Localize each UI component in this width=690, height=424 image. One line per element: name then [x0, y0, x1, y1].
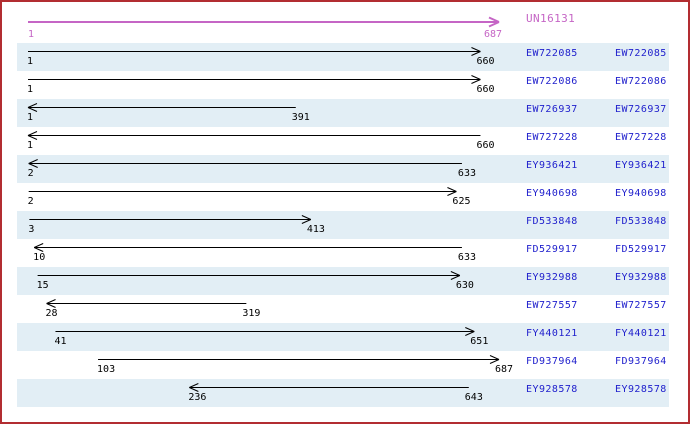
alignment-arrow[interactable]: [2, 267, 688, 295]
reference-arrow[interactable]: [2, 2, 688, 43]
reference-header: UN16131 1 687: [2, 2, 688, 43]
alignment-row: 2 625 EY940698 EY940698: [2, 183, 688, 211]
start-coordinate: 10: [33, 252, 46, 263]
end-coordinate: 391: [291, 112, 310, 123]
accession-link[interactable]: EY940698: [526, 188, 578, 199]
start-coordinate: 1: [27, 140, 34, 151]
alignment-arrow[interactable]: [2, 183, 688, 211]
start-coordinate: 2: [27, 168, 34, 179]
accession-link-secondary[interactable]: FY440121: [615, 328, 667, 339]
row-stripe: [17, 323, 669, 351]
accession-link[interactable]: EY936421: [526, 160, 578, 171]
start-coordinate: 3: [28, 224, 35, 235]
end-coordinate: 625: [452, 196, 471, 207]
accession-link-secondary[interactable]: EW727557: [615, 300, 667, 311]
start-coordinate: 2: [27, 196, 34, 207]
accession-link-secondary[interactable]: FD529917: [615, 244, 667, 255]
alignment-row: 28 319 EW727557 EW727557: [2, 295, 688, 323]
end-coordinate: 687: [495, 364, 514, 375]
accession-link-secondary[interactable]: EY928578: [615, 384, 667, 395]
start-coordinate: 1: [27, 56, 34, 67]
end-coordinate: 630: [455, 280, 474, 291]
reference-label[interactable]: UN16131: [526, 12, 576, 25]
accession-link[interactable]: FY440121: [526, 328, 578, 339]
end-coordinate: 660: [476, 84, 495, 95]
scale-end-label: 687: [484, 29, 503, 40]
accession-link[interactable]: FD533848: [526, 216, 578, 227]
start-coordinate: 41: [54, 336, 67, 347]
accession-link-secondary[interactable]: EW726937: [615, 104, 667, 115]
accession-link-secondary[interactable]: EY936421: [615, 160, 667, 171]
accession-link-secondary[interactable]: EW727228: [615, 132, 667, 143]
alignment-arrow[interactable]: [2, 351, 688, 379]
accession-link[interactable]: EW727228: [526, 132, 578, 143]
alignment-arrow[interactable]: [2, 155, 688, 183]
alignment-row: 1 660 EW727228 EW727228: [2, 127, 688, 155]
start-coordinate: 1: [27, 112, 34, 123]
alignment-row: 103 687 FD937964 FD937964: [2, 351, 688, 379]
accession-link[interactable]: EW722086: [526, 76, 578, 87]
accession-link-secondary[interactable]: EW722086: [615, 76, 667, 87]
alignment-row: 10 633 FD529917 FD529917: [2, 239, 688, 267]
end-coordinate: 319: [242, 308, 261, 319]
accession-link[interactable]: EW727557: [526, 300, 578, 311]
scale-start-label: 1: [28, 29, 35, 40]
accession-link-secondary[interactable]: EY932988: [615, 272, 667, 283]
row-stripe: [17, 155, 669, 183]
alignment-arrow[interactable]: [2, 71, 688, 99]
alignment-row: 1 660 EW722086 EW722086: [2, 71, 688, 99]
accession-link-secondary[interactable]: EW722085: [615, 48, 667, 59]
end-coordinate: 643: [464, 392, 483, 403]
row-stripe: [17, 267, 669, 295]
alignment-arrow[interactable]: [2, 379, 688, 407]
accession-link[interactable]: EW726937: [526, 104, 578, 115]
start-coordinate: 28: [45, 308, 58, 319]
start-coordinate: 103: [97, 364, 116, 375]
accession-link[interactable]: EW722085: [526, 48, 578, 59]
accession-link-secondary[interactable]: FD533848: [615, 216, 667, 227]
alignment-row: 236 643 EY928578 EY928578: [2, 379, 688, 407]
start-coordinate: 236: [188, 392, 207, 403]
end-coordinate: 633: [457, 168, 476, 179]
accession-link-secondary[interactable]: FD937964: [615, 356, 667, 367]
row-stripe: [17, 379, 669, 407]
row-stripe: [17, 43, 669, 71]
end-coordinate: 660: [476, 56, 495, 67]
alignment-row: 15 630 EY932988 EY932988: [2, 267, 688, 295]
row-stripe: [17, 211, 669, 239]
accession-link[interactable]: FD937964: [526, 356, 578, 367]
alignment-arrow[interactable]: [2, 295, 688, 323]
accession-link[interactable]: FD529917: [526, 244, 578, 255]
end-coordinate: 413: [306, 224, 325, 235]
accession-link[interactable]: EY928578: [526, 384, 578, 395]
alignment-row: 2 633 EY936421 EY936421: [2, 155, 688, 183]
alignment-row: 1 391 EW726937 EW726937: [2, 99, 688, 127]
start-coordinate: 1: [27, 84, 34, 95]
alignment-arrow[interactable]: [2, 43, 688, 71]
row-stripe: [17, 99, 669, 127]
end-coordinate: 660: [476, 140, 495, 151]
end-coordinate: 651: [470, 336, 489, 347]
alignment-row: 41 651 FY440121 FY440121: [2, 323, 688, 351]
alignment-arrow[interactable]: [2, 323, 688, 351]
alignment-arrow[interactable]: [2, 239, 688, 267]
alignment-arrow[interactable]: [2, 127, 688, 155]
alignment-arrow[interactable]: [2, 211, 688, 239]
accession-link-secondary[interactable]: EY940698: [615, 188, 667, 199]
alignment-row: 1 660 EW722085 EW722085: [2, 43, 688, 71]
start-coordinate: 15: [36, 280, 49, 291]
end-coordinate: 633: [457, 252, 476, 263]
alignment-arrow[interactable]: [2, 99, 688, 127]
accession-link[interactable]: EY932988: [526, 272, 578, 283]
alignment-row: 3 413 FD533848 FD533848: [2, 211, 688, 239]
